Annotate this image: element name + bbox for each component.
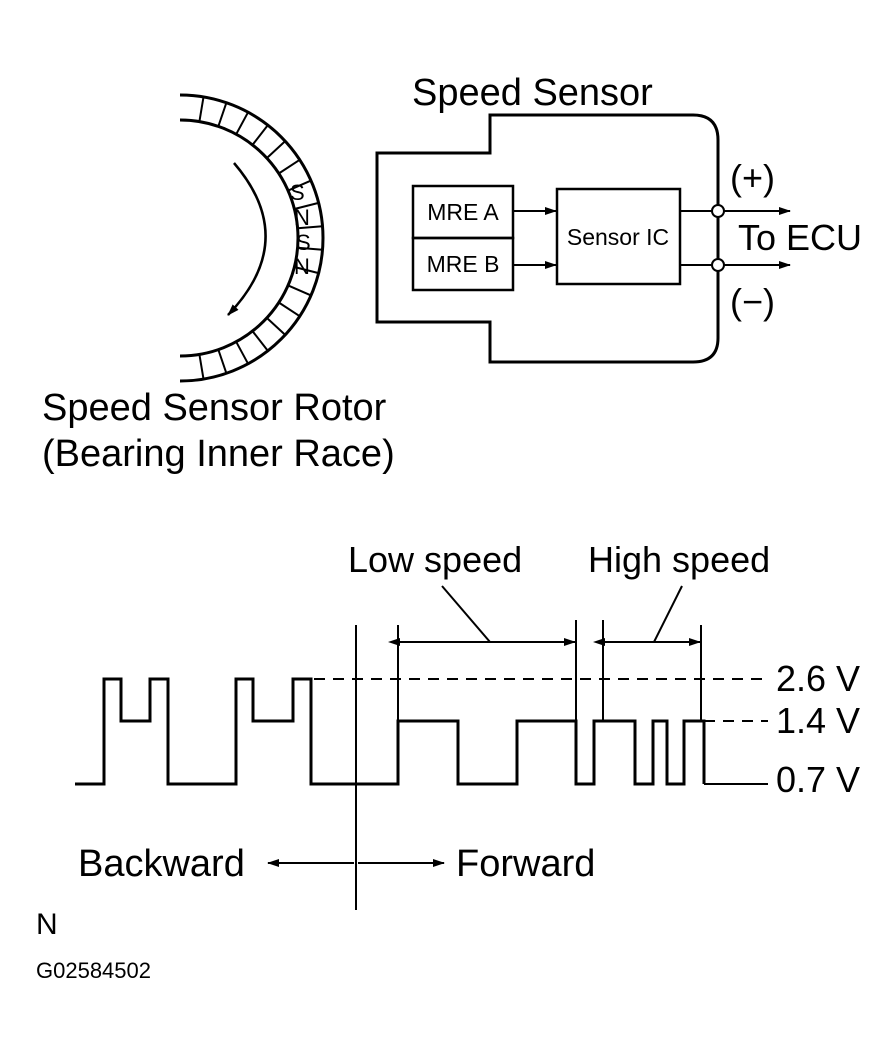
plus-terminal (711, 204, 725, 218)
low-speed-leader (441, 585, 491, 643)
rotation-direction-arrow (227, 162, 267, 316)
output-waveform: Low speed High speed 2.6 V 1.4 V 0.7 V B… (75, 539, 860, 910)
rotor-segment-divider (266, 140, 286, 159)
mre-a-label: MRE A (427, 199, 499, 225)
speed-sensor-title: Speed Sensor (412, 72, 653, 114)
sensor-ic-box (555, 187, 682, 286)
rotor-pole-s1: S (290, 180, 305, 205)
rotor-pole-n1: N (294, 205, 310, 230)
rotor-segment-divider (217, 102, 228, 127)
rotor-segment-divider (217, 349, 228, 374)
to-ecu-label: To ECU (738, 217, 862, 258)
level-0-7v-label: 0.7 V (776, 759, 860, 800)
minus-terminal (711, 258, 725, 272)
rotor-segment-divider (251, 330, 269, 352)
rotor-segment-divider (235, 111, 249, 135)
rotor-outer-arc (179, 93, 325, 383)
rotor-caption-line1: Speed Sensor Rotor (42, 387, 387, 429)
backward-label: Backward (78, 843, 245, 885)
sensor-output-signal (75, 677, 706, 786)
rotor-segment-divider (297, 246, 323, 251)
speed-sensor-rotor: S N S N Speed Sensor Rotor (Bearing Inne… (42, 93, 395, 475)
mre-b-label: MRE B (427, 251, 500, 277)
rotor-segment-divider (287, 179, 312, 192)
rotor-segment-divider (297, 225, 323, 230)
rotor-segment-divider (235, 341, 249, 365)
rotor-pole-n2: N (294, 254, 310, 279)
rotor-segment-divider (294, 201, 319, 210)
level-1-4v-label: 1.4 V (776, 700, 860, 741)
sensor-housing-outline (375, 113, 720, 364)
forward-label: Forward (456, 843, 595, 885)
rotor-segment-divider (251, 124, 269, 146)
rotor-caption-line2: (Bearing Inner Race) (42, 433, 395, 475)
rotor-segment-divider (287, 284, 312, 297)
high-speed-label: High speed (588, 539, 770, 580)
sensor-ic-label: Sensor IC (567, 224, 669, 250)
rotor-pole-s2: S (296, 230, 311, 255)
north-marker: N (36, 908, 58, 941)
level-2-6v-label: 2.6 V (776, 658, 860, 699)
rotor-segment-divider (198, 354, 205, 380)
rotor-segment-divider (198, 96, 205, 122)
rotor-inner-arc (179, 118, 300, 358)
high-speed-leader (653, 585, 683, 643)
rotor-segment-divider (266, 317, 286, 336)
figure-id: G02584502 (36, 958, 151, 983)
low-speed-label: Low speed (348, 539, 522, 580)
rotor-segment-divider (278, 301, 301, 318)
rotor-segment-divider (294, 266, 319, 275)
rotor-segment-dividers (198, 96, 323, 380)
minus-label: (−) (730, 281, 775, 322)
rotor-segment-divider (278, 158, 301, 175)
speed-sensor-block: Speed Sensor MRE A MRE B Sensor IC (+) T… (375, 72, 862, 364)
plus-label: (+) (730, 157, 775, 198)
